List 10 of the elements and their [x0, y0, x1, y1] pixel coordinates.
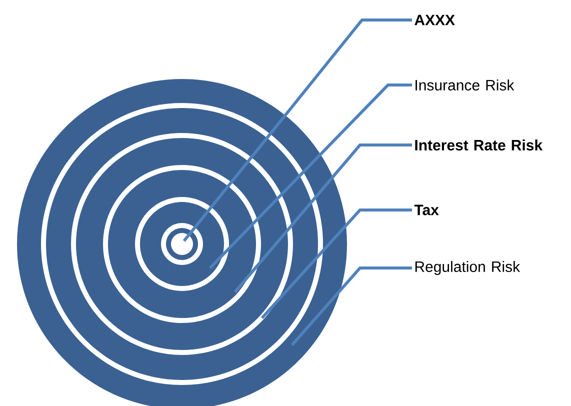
leader-line	[208, 84, 412, 270]
label-text: Regulation Risk	[415, 261, 520, 275]
label-text: Insurance Risk	[416, 80, 514, 90]
label-text: Tax	[414, 204, 439, 216]
leader-line	[234, 144, 412, 293]
leader-line	[182, 18, 412, 242]
leader-line	[260, 208, 412, 319]
label-text: Interest Rate Risk	[415, 140, 543, 150]
label-text: AXXX	[414, 14, 455, 26]
leader-line	[290, 266, 412, 346]
